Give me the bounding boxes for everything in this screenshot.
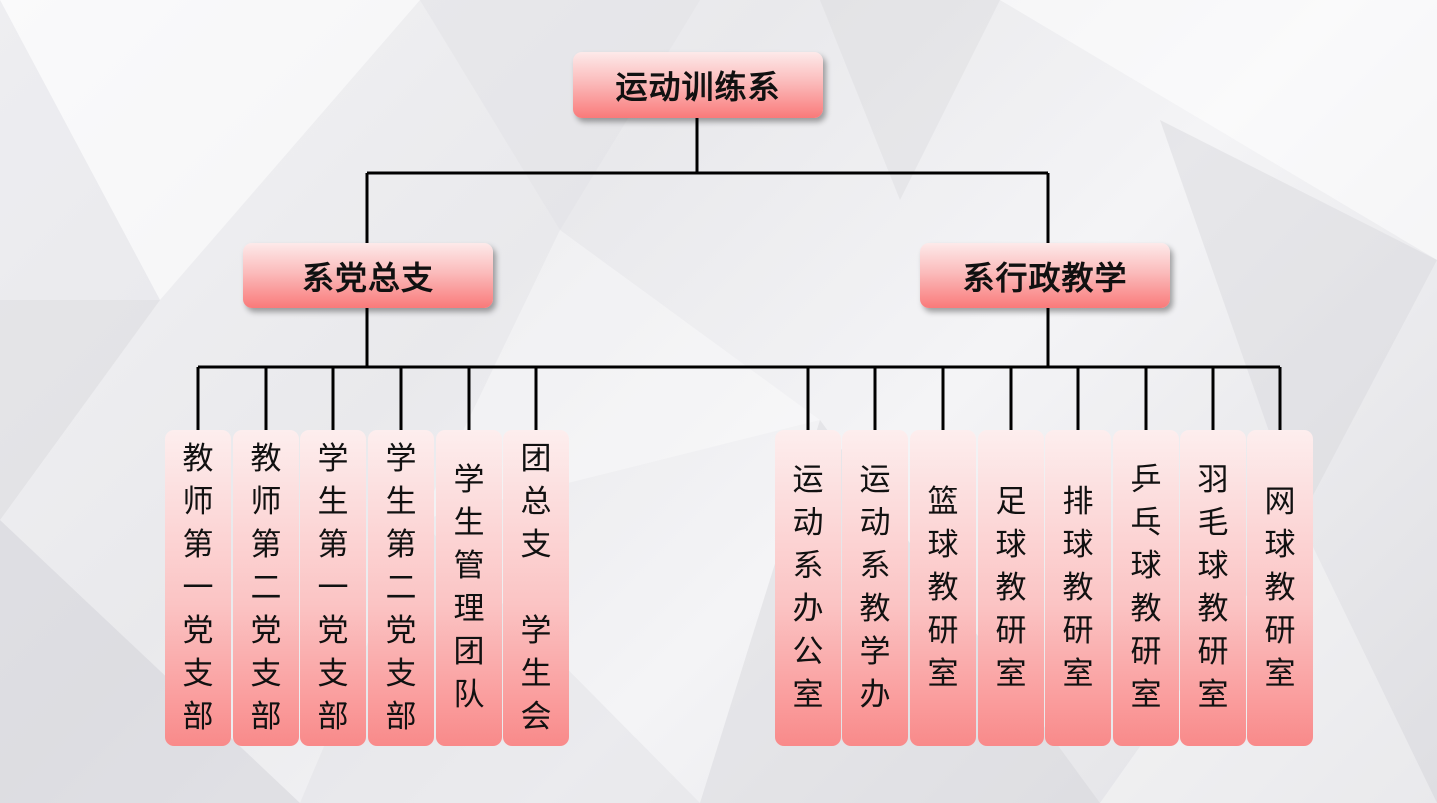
leaf-label: 团 总 支 学 生 会 [520,440,552,735]
leaf-department-office: 运 动 系 办 公 室 [775,430,841,746]
leaf-teaching-office: 运 动 系 教 学 办 [842,430,908,746]
leaf-label: 排 球 教 研 室 [1062,483,1094,692]
leaf-label: 羽 毛 球 教 研 室 [1197,462,1229,713]
leaf-volleyball-section: 排 球 教 研 室 [1045,430,1111,746]
leaf-football-section: 足 球 教 研 室 [978,430,1044,746]
leaf-teacher-party-branch-1: 教 师 第 一 党 支 部 [165,430,231,746]
leaf-label: 学 生 第 一 党 支 部 [317,440,349,735]
leaf-student-party-branch-1: 学 生 第 一 党 支 部 [300,430,366,746]
leaf-basketball-section: 篮 球 教 研 室 [910,430,976,746]
leaf-label: 学 生 第 二 党 支 部 [385,440,417,735]
leaf-label: 乒 乓 球 教 研 室 [1130,462,1162,713]
leaf-label: 篮 球 教 研 室 [927,483,959,692]
leaf-label: 教 师 第 二 党 支 部 [250,440,282,735]
leaf-label: 教 师 第 一 党 支 部 [182,440,214,735]
admin-teaching-label: 系行政教学 [962,258,1128,297]
leaf-student-management-team: 学 生 管 理 团 队 [436,430,502,746]
leaf-label: 学 生 管 理 团 队 [453,462,485,713]
leaf-tennis-section: 网 球 教 研 室 [1247,430,1313,746]
leaf-label: 足 球 教 研 室 [995,483,1027,692]
admin-teaching-node: 系行政教学 [920,243,1170,308]
leaf-league-student-union: 团 总 支 学 生 会 [503,430,569,746]
party-branch-node: 系党总支 [243,243,493,308]
leaf-label: 运 动 系 教 学 办 [859,462,891,713]
root-label: 运动训练系 [615,68,781,106]
leaf-teacher-party-branch-2: 教 师 第 二 党 支 部 [233,430,299,746]
leaf-table-tennis-section: 乒 乓 球 教 研 室 [1113,430,1179,746]
party-branch-label: 系党总支 [301,258,434,297]
root-node: 运动训练系 [573,52,823,118]
leaf-badminton-section: 羽 毛 球 教 研 室 [1180,430,1246,746]
leaf-label: 运 动 系 办 公 室 [792,462,824,713]
leaf-student-party-branch-2: 学 生 第 二 党 支 部 [368,430,434,746]
leaf-label: 网 球 教 研 室 [1264,483,1296,692]
